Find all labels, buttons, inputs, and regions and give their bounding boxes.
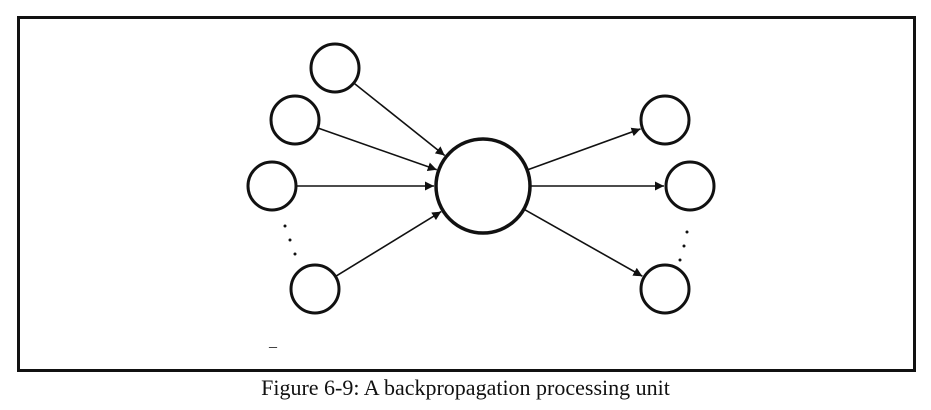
edge-input-1-to-processing-unit [354, 82, 446, 157]
edge-processing-unit-to-output-1 [527, 127, 641, 171]
processing-unit-node [434, 137, 532, 235]
output-ellipsis-dot [682, 244, 686, 248]
stray-mark: _ [269, 333, 277, 350]
input-2-node [269, 94, 321, 146]
input-ellipsis-dot [288, 238, 292, 242]
input-1-node [309, 42, 361, 94]
input-n-node [289, 263, 341, 315]
figure-frame [17, 16, 916, 372]
output-ellipsis-dot [685, 230, 689, 234]
edge-input-2-to-processing-unit [318, 127, 438, 172]
input-3-node [246, 160, 298, 212]
output-2-node [664, 160, 716, 212]
output-1-node [639, 94, 691, 146]
input-ellipsis-dot [293, 252, 297, 256]
input-ellipsis-dot [283, 224, 287, 228]
edge-input-n-to-processing-unit [335, 210, 442, 277]
edge-processing-unit-to-output-n [524, 208, 643, 277]
output-n-node [639, 263, 691, 315]
figure-caption: Figure 6-9: A backpropagation processing… [261, 375, 670, 400]
output-ellipsis-dot [678, 258, 682, 262]
